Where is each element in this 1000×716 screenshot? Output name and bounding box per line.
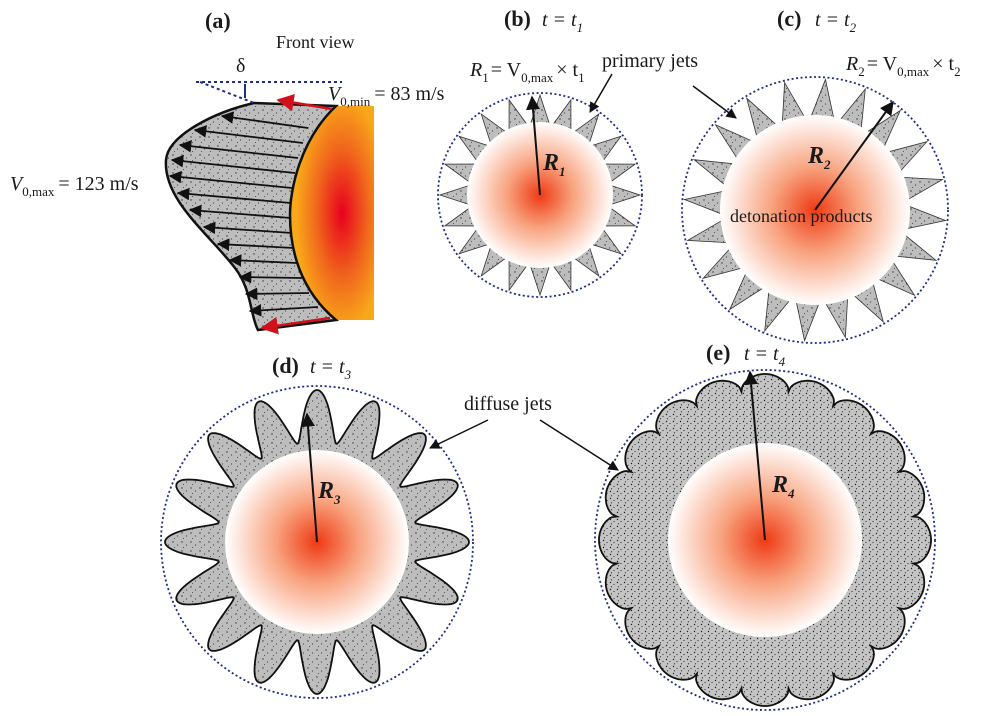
diffuse-jets-pointer-e bbox=[539, 419, 619, 471]
panel-a: (a) Front view δ V0,min= 83 bbox=[10, 8, 445, 335]
primary-jet bbox=[683, 190, 724, 215]
panel-d-label: (d) bbox=[272, 353, 299, 378]
panel-c-time: t = t2 bbox=[815, 9, 857, 35]
red-arrow-top bbox=[276, 93, 333, 112]
primary-jet bbox=[825, 297, 849, 339]
panel-e: (e) t = t4 R4 bbox=[539, 340, 936, 711]
front-view-label: Front view bbox=[276, 32, 355, 52]
diffuse-jets-pointer-d bbox=[429, 419, 489, 449]
panel-e-boundary bbox=[594, 369, 936, 711]
panel-b-formula: R1= V0,max× t1 bbox=[469, 59, 585, 85]
panel-c-label: (c) bbox=[777, 6, 801, 31]
panel-d-boundary bbox=[160, 385, 474, 699]
red-arrow-bottom bbox=[260, 316, 331, 335]
panel-e-label: (e) bbox=[706, 340, 730, 365]
primary-jet bbox=[906, 205, 947, 230]
delta-offset-lines bbox=[196, 81, 342, 104]
panel-b-label: (b) bbox=[504, 6, 531, 31]
velocity-arrows bbox=[168, 111, 319, 317]
panel-c: (c) t = t2 R2= V0,max× t2 R2 detonation … bbox=[681, 6, 961, 344]
primary-jets-label: primary jets bbox=[602, 50, 698, 72]
primary-jet bbox=[438, 185, 470, 205]
panel-a-label: (a) bbox=[205, 8, 231, 33]
panel-d-time: t = t3 bbox=[310, 356, 352, 382]
diffuse-jets-label: diffuse jets bbox=[464, 393, 552, 415]
panel-c-boundary bbox=[681, 76, 949, 344]
primary-jet bbox=[610, 185, 642, 205]
panel-c-radius-label: R2 bbox=[807, 143, 831, 172]
primary-jets-pointer-c bbox=[692, 85, 737, 119]
primary-jets-pointer bbox=[589, 73, 613, 113]
panel-b-time: t = t1 bbox=[542, 9, 583, 35]
panel-b-radius-arrow bbox=[526, 95, 541, 196]
panel-d-radius-arrow bbox=[301, 412, 318, 543]
panel-e-radius-arrow bbox=[744, 370, 766, 541]
primary-jet bbox=[686, 220, 728, 244]
panel-b-boundary bbox=[437, 92, 643, 298]
panel-c-formula: R2= V0,max× t2 bbox=[845, 53, 961, 79]
panel-d-radius-label: R3 bbox=[317, 478, 341, 507]
primary-jet bbox=[902, 176, 944, 200]
detonation-products-label: detonation products bbox=[730, 206, 872, 226]
primary-jet bbox=[810, 78, 835, 119]
delta-symbol: δ bbox=[236, 55, 245, 77]
vmax-label: V0,max= 123 m/s bbox=[10, 173, 139, 199]
panel-d: (d) t = t3 diffuse jets R3 bbox=[160, 353, 552, 699]
primary-jet bbox=[781, 81, 805, 123]
primary-jet bbox=[530, 265, 550, 297]
panel-b-radius-label: R1 bbox=[542, 150, 566, 179]
panel-e-radius-label: R4 bbox=[771, 472, 795, 501]
primary-jet bbox=[795, 301, 820, 342]
explosive-half-body bbox=[290, 106, 374, 320]
panel-b: (b) t = t1 R1= V0,max× t1 primary jets R… bbox=[437, 6, 698, 298]
vmin-label: V0,min= 83 m/s bbox=[328, 83, 445, 109]
panel-e-time: t = t4 bbox=[744, 343, 786, 369]
panel-c-radius-arrow bbox=[814, 100, 894, 211]
